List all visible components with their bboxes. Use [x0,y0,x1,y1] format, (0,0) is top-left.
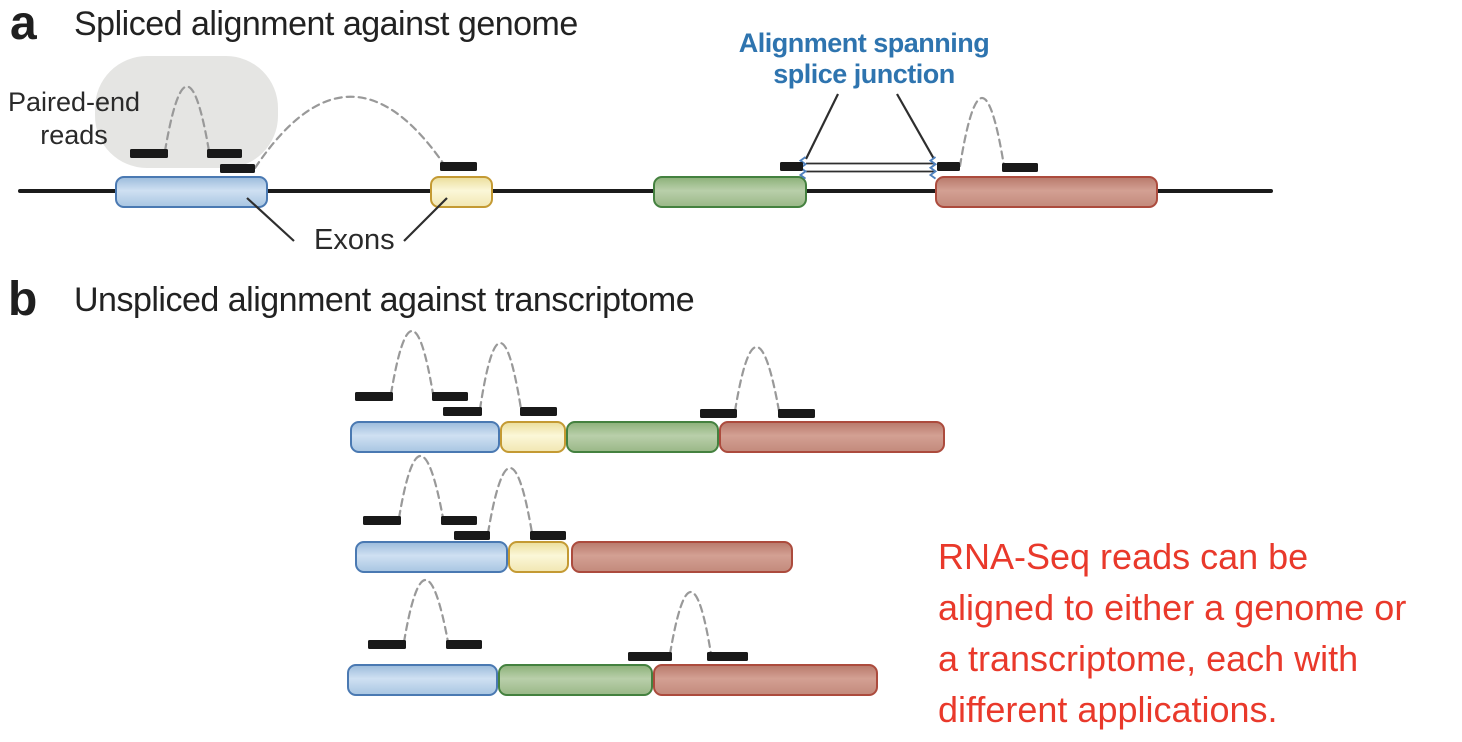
exon-blue [115,176,268,208]
splice-junction-label-line1: Alignment spanning [738,28,990,58]
read-pair-arc [668,590,713,656]
read-bar [520,407,557,416]
exon-green [566,421,719,453]
pointer-line [805,93,839,160]
read-bar [628,652,672,661]
exon-yellow [430,176,493,208]
splice-junction-label-line2: splice junction [773,59,955,89]
exons-label: Exons [314,224,395,256]
read-pair-arc [958,97,1006,168]
paired-end-reads-label: Paired-end reads [0,86,148,152]
genome-line [18,189,1273,193]
exon-yellow [508,541,569,573]
exon-red [571,541,793,573]
exon-yellow [500,421,566,453]
read-pair-arc [389,329,435,396]
read-bar [1002,163,1038,172]
exon-red [653,664,878,696]
read-bar [780,162,803,171]
panel-a-title: Spliced alignment against genome [74,5,578,43]
read-bar [220,164,255,173]
read-bar [441,516,477,525]
read-pair-arc [478,341,523,411]
read-bar [130,149,168,158]
read-pair-arc [486,466,534,535]
panel-a-letter: a [10,0,37,50]
splice-junction-label: Alignment spanning splice junction [722,28,1006,90]
read-bar [454,531,490,540]
exon-green [498,664,653,696]
read-pair-arc [253,95,445,170]
annotation-caption-line: aligned to either a genome or [938,587,1407,628]
read-bar [368,640,406,649]
read-pair-arc [733,345,781,413]
exon-blue [350,421,500,453]
exon-red [935,176,1158,208]
read-pair-arc [402,578,450,644]
read-bar [446,640,482,649]
read-bar [778,409,815,418]
read-pair-arc [397,454,445,520]
pointer-line [896,93,935,160]
exon-green [653,176,807,208]
exon-blue [347,664,498,696]
read-bar [355,392,393,401]
panel-b-letter: b [8,273,38,326]
read-bar [700,409,737,418]
paired-end-reads-label-line1: Paired-end [7,87,141,117]
read-bar [207,149,242,158]
read-bar [937,162,960,171]
read-bar [707,652,748,661]
panel-b-title: Unspliced alignment against transcriptom… [74,281,695,319]
read-bar [443,407,482,416]
splice-junction-squiggle [928,156,938,180]
read-bar [530,531,566,540]
paired-end-reads-label-line2: reads [40,120,108,150]
read-bar [432,392,468,401]
read-bar [363,516,401,525]
exon-red [719,421,945,453]
read-bar [440,162,477,171]
annotation-caption-line: RNA-Seq reads can be [938,536,1309,577]
annotation-caption-line: a transcriptome, each with [938,638,1359,679]
exon-blue [355,541,508,573]
annotation-caption-line: different applications. [938,689,1278,730]
annotation-caption: RNA-Seq reads can be aligned to either a… [938,531,1462,735]
